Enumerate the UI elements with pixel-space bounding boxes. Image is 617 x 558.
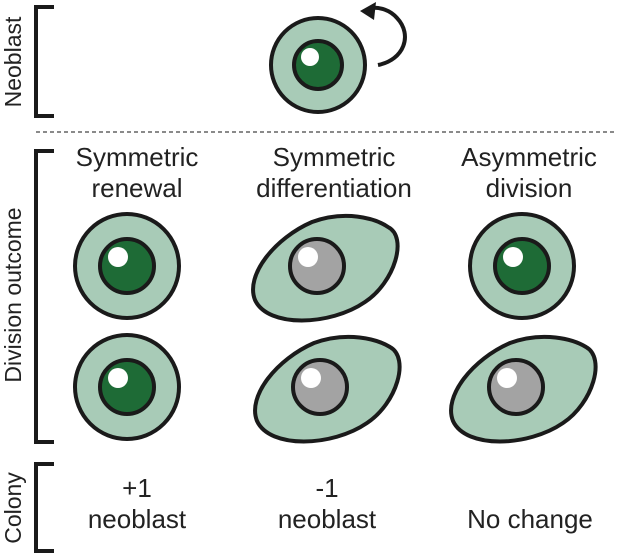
cell-asymmetric-bottom-differentiated bbox=[449, 334, 598, 444]
column-title-3-line1: Asymmetric bbox=[461, 142, 597, 172]
cell-asymmetric-top-neoblast bbox=[468, 212, 576, 320]
bracket-colony bbox=[34, 462, 54, 553]
outcome-1-line2: neoblast bbox=[88, 504, 187, 534]
row-label-neoblast: Neoblast bbox=[0, 16, 26, 107]
row-label-division-outcome: Division outcome bbox=[0, 207, 26, 382]
cell-renewal-bottom-neoblast bbox=[73, 333, 181, 441]
outcome-2-line2: neoblast bbox=[278, 504, 377, 534]
column-title-2-line1: Symmetric bbox=[273, 142, 396, 172]
outcome-3-line2: No change bbox=[467, 504, 593, 534]
cell-renewal-top-neoblast bbox=[73, 212, 181, 320]
row-label-colony: Colony bbox=[0, 472, 26, 544]
cell-differentiation-bottom-differentiated bbox=[253, 334, 402, 444]
cell-differentiation-top-differentiated bbox=[251, 213, 400, 323]
column-title-1-line1: Symmetric bbox=[76, 142, 199, 172]
outcome-1-line1: +1 bbox=[122, 473, 152, 503]
bracket-neoblast bbox=[34, 5, 54, 118]
curved-arrow-icon bbox=[360, 2, 407, 67]
column-title-3-line2: division bbox=[486, 173, 573, 203]
outcome-2-line1: -1 bbox=[315, 473, 338, 503]
bracket-division-outcome bbox=[34, 149, 54, 444]
column-title-1-line2: renewal bbox=[91, 173, 182, 203]
column-title-2-line2: differentiation bbox=[256, 173, 412, 203]
neoblast-cell-top bbox=[269, 16, 367, 114]
